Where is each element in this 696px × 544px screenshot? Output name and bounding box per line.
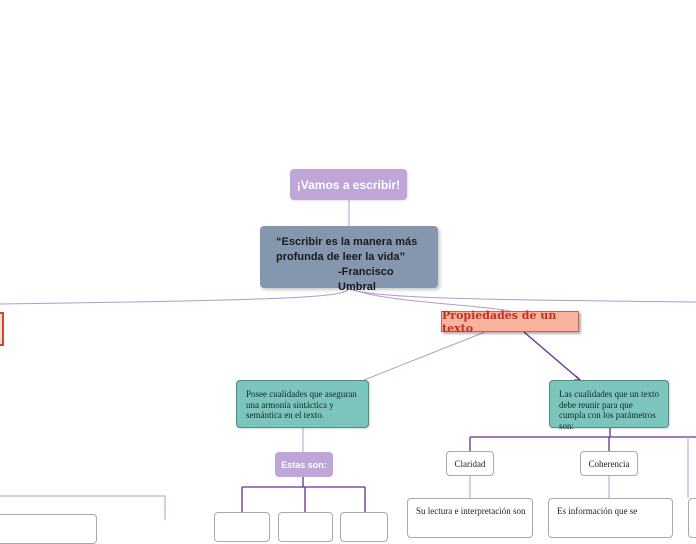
coherencia-label: Coherencia (588, 458, 630, 469)
connector-properties-to-left-description (363, 331, 486, 381)
subtopic-child-node-1[interactable] (214, 512, 270, 542)
quote-line-2: profunda de leer la vida” (276, 251, 405, 263)
claridad-node[interactable]: Claridad (446, 451, 494, 476)
mind-map-canvas: ¡Vamos a escribir! “Escribir es la maner… (0, 169, 696, 544)
quote-author: -Francisco Umbral (338, 266, 394, 293)
subtopic-label: Estas son: (281, 459, 327, 470)
subtopic-child-node-3[interactable] (340, 512, 388, 542)
coherencia-node[interactable]: Coherencia (580, 451, 638, 476)
left-description-text: Posee cualidades que aseguran una armoní… (246, 389, 357, 420)
subtopic-child-node-2[interactable] (278, 512, 333, 542)
connector-properties-to-right-description (523, 331, 581, 381)
connector-quote-to-properties (348, 287, 511, 312)
left-description-node[interactable]: Posee cualidades que aseguran una armoní… (236, 380, 369, 428)
connector-quote-to-left-edge (0, 287, 350, 305)
coherencia-detail-node[interactable]: Es información que se (548, 498, 673, 538)
claridad-label: Claridad (454, 458, 486, 469)
claridad-detail-node[interactable]: Su lectura e interpretación son (407, 498, 533, 538)
connector-lines (0, 200, 696, 520)
central-topic-label: ¡Vamos a escribir! (296, 177, 401, 192)
quote-line-1: “Escribir es la manera más (276, 236, 418, 248)
connector-right-description-to-qualities (469, 428, 696, 451)
connector-bottom-left-branch (0, 495, 166, 520)
central-topic-node[interactable]: ¡Vamos a escribir! (290, 169, 407, 200)
coherencia-detail-text: Es información que se (557, 506, 638, 516)
far-right-detail-node[interactable] (688, 498, 696, 538)
subtopic-node[interactable]: Estas son: (275, 452, 333, 477)
offscreen-left-topic-node[interactable] (0, 312, 4, 346)
connector-subtopic-to-children (241, 477, 366, 512)
quote-node[interactable]: “Escribir es la manera más profunda de l… (260, 226, 438, 293)
bottom-left-node[interactable] (0, 514, 97, 544)
right-description-text: Las cualidades que un texto debe reunir … (559, 389, 659, 431)
properties-topic-node[interactable]: Propiedades de un texto (441, 308, 579, 335)
claridad-detail-text: Su lectura e interpretación son (416, 506, 526, 516)
right-description-node[interactable]: Las cualidades que un texto debe reunir … (549, 380, 669, 431)
properties-topic-label: Propiedades de un texto (442, 308, 557, 335)
